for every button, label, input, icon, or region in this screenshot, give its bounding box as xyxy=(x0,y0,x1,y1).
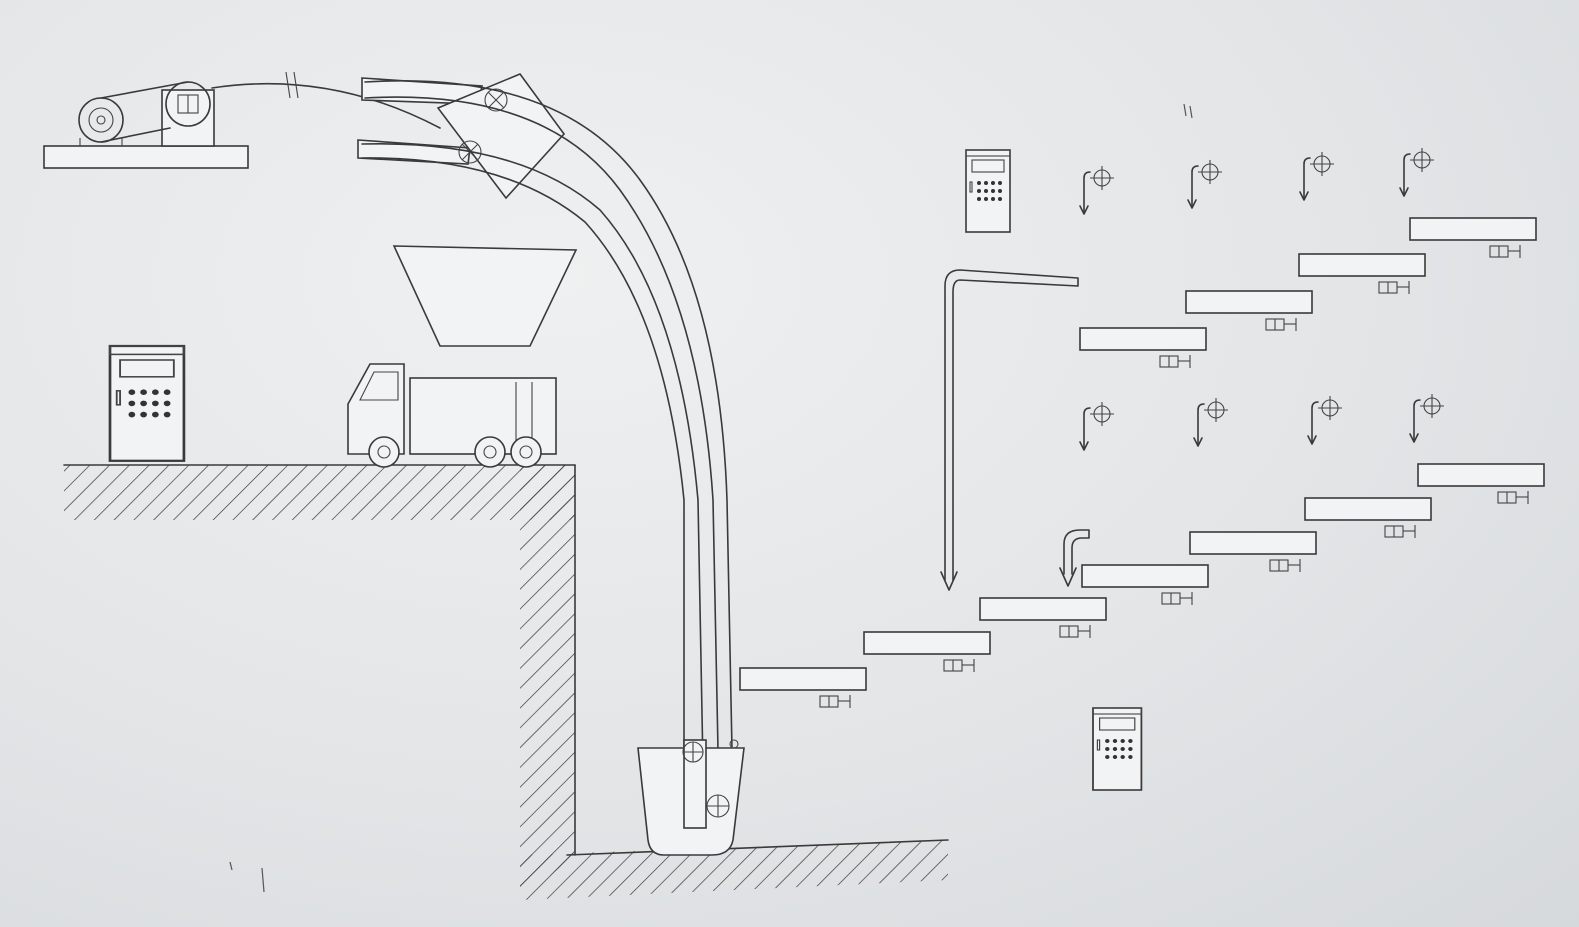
upper-bin-1 xyxy=(1079,327,1207,369)
shaft-guide-rails xyxy=(361,80,733,829)
flow-valve-icon xyxy=(1187,159,1223,209)
upper-bin-3 xyxy=(1298,253,1426,295)
flow-valve-icon xyxy=(1079,165,1115,215)
hoist-rope xyxy=(211,82,441,129)
lower-bin-1 xyxy=(739,667,867,709)
short-chute xyxy=(1059,529,1090,587)
lower-bin-steps xyxy=(739,463,1545,709)
flow-valve-icon xyxy=(1299,151,1335,201)
lower-valve-row xyxy=(1079,393,1445,451)
lower-bin-2 xyxy=(863,631,991,673)
lower-bin-7 xyxy=(1417,463,1545,505)
shaft-wall xyxy=(520,464,576,900)
surface-control-panel xyxy=(108,344,186,463)
shaft-skip xyxy=(637,739,745,856)
lower-bin-3 xyxy=(979,597,1107,639)
hoist-winch xyxy=(43,81,249,169)
flow-valve-icon xyxy=(1399,147,1435,197)
upper-bin-steps xyxy=(1079,217,1537,369)
flow-valve-icon xyxy=(1079,401,1115,451)
transfer-chute xyxy=(940,269,1079,591)
lower-control-panel xyxy=(1092,707,1143,791)
shaft-bottom xyxy=(520,839,949,900)
upper-bin-4 xyxy=(1409,217,1537,259)
upper-bin-2 xyxy=(1185,290,1313,332)
lower-bin-5 xyxy=(1189,531,1317,573)
dump-truck xyxy=(347,363,557,468)
head-sheave-frame xyxy=(357,73,566,200)
ground-surface xyxy=(63,464,576,520)
paper-marks xyxy=(229,103,1193,893)
upper-control-panel xyxy=(965,149,1011,233)
loading-hopper xyxy=(392,245,578,347)
lower-bin-6 xyxy=(1304,497,1432,539)
flow-valve-icon xyxy=(1193,397,1229,447)
rope-break-mark xyxy=(285,71,299,99)
upper-valve-row xyxy=(1079,147,1435,215)
flow-valve-icon xyxy=(1409,393,1445,443)
flow-valve-icon xyxy=(1307,395,1343,445)
